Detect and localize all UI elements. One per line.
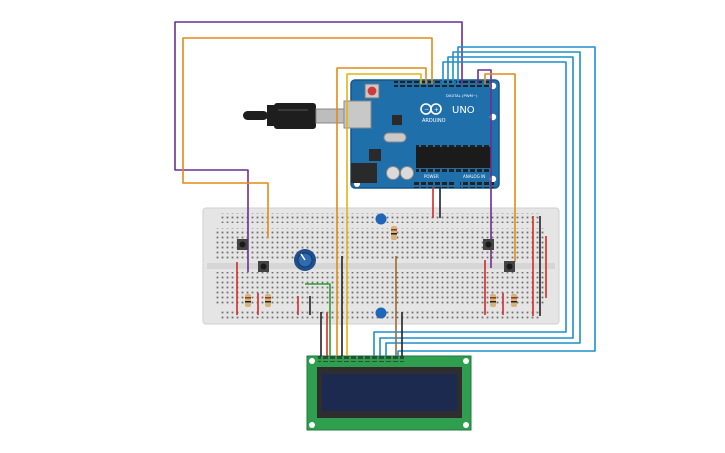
digital-header-label: DIGITAL (PWM~) [446,93,478,98]
capacitor-icon [375,213,387,225]
board-model: UNO [452,105,475,116]
resistor-icon [245,294,251,307]
arduino-uno-board[interactable]: − + ARDUINO UNO DIGITAL (PWM~) POWER ANA… [343,79,500,189]
lcd-16x2-display[interactable] [306,355,472,431]
resistor-icon [490,294,496,307]
wire-purple-button2 [477,69,492,268]
pushbutton-icon[interactable] [504,261,515,272]
capacitor-icon [375,307,387,319]
wire-green-pot [305,283,331,356]
wire-blue-d3 [385,51,581,356]
svg-text:+: + [434,107,439,114]
wire-blue-d4 [397,46,596,356]
wire-purple-button1 [174,21,463,272]
svg-text:−: − [424,106,429,113]
wire-orange-button1 [182,37,433,238]
resistor-icon [391,226,397,240]
pushbutton-icon[interactable] [237,239,248,250]
pushbutton-icon[interactable] [258,261,269,272]
pushbutton-icon[interactable] [483,239,494,250]
wire-blue-d2 [379,56,574,356]
potentiometer-icon[interactable] [294,249,316,271]
wire-orange-button2 [484,73,516,262]
arduino-logo-icon: − + [420,103,442,115]
resistor-icon [511,294,517,307]
resistor-icon [265,294,271,307]
power-header-label: POWER [424,174,439,179]
usb-cable-icon [243,103,345,129]
wire-orange-lcd [336,67,427,356]
board-brand: ARDUINO [422,118,446,124]
analog-header-label: ANALOG IN [463,174,485,179]
wire-yellow-lcd [346,73,422,356]
reset-button-icon[interactable] [364,83,380,99]
wire-blue-d1 [373,61,567,356]
